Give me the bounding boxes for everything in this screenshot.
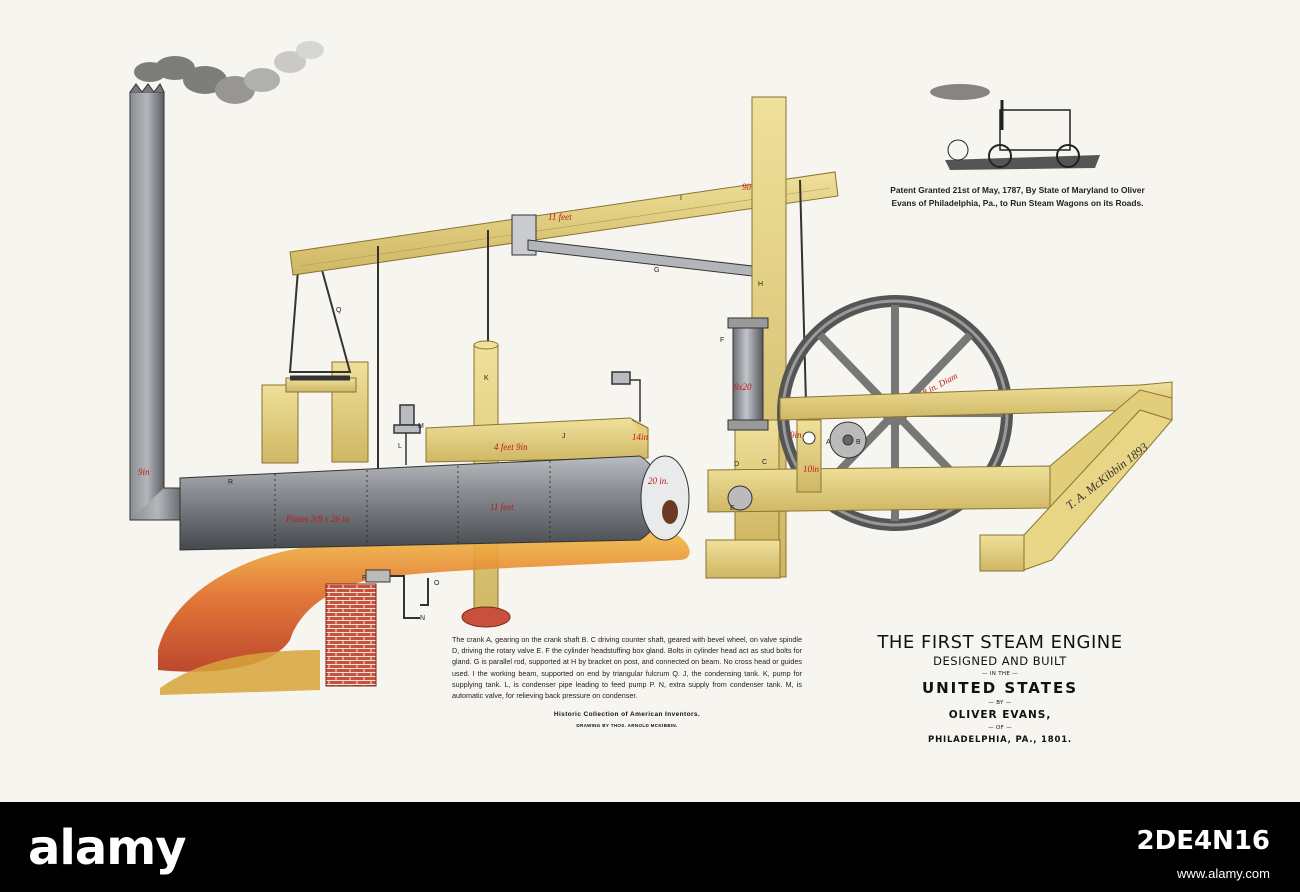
- brick-pier: [325, 569, 429, 687]
- beam-label: I: [680, 195, 682, 202]
- crank-label: A: [826, 439, 831, 446]
- feed-pump-label: P: [362, 575, 367, 582]
- watermark-url: www.alamy.com: [1177, 866, 1270, 881]
- title-line-7: — OF —: [988, 725, 1012, 731]
- title-line-1: THE FIRST STEAM ENGINE: [877, 632, 1123, 653]
- counter-shaft-label: C: [762, 459, 767, 466]
- cylinder-size-label: 9x20: [734, 382, 752, 392]
- steam-cylinder: [727, 317, 769, 431]
- poster: 9in Q 11 feet I 9in G: [0, 0, 1300, 802]
- pump-label: K: [484, 375, 489, 382]
- caption-text: The crank A, gearing on the crank shaft …: [452, 635, 802, 701]
- tank-length-label: 4 feet 9in: [494, 442, 528, 452]
- crank-shaft-label: B: [856, 439, 861, 446]
- title-line-5: — BY —: [988, 700, 1012, 706]
- title-block: THE FIRST STEAM ENGINE DESIGNED AND BUIL…: [840, 632, 1160, 747]
- rotary-valve-label: E: [730, 505, 735, 512]
- title-line-8: PHILADELPHIA, PA., 1801.: [928, 735, 1072, 745]
- collection-credit: Historic Collection of American Inventor…: [553, 711, 701, 718]
- valve-label: M: [418, 423, 424, 430]
- chimney-dim-label: 9in: [138, 467, 150, 477]
- title-line-3: — IN THE —: [982, 671, 1018, 677]
- beam-length-label: 11 feet: [548, 212, 572, 222]
- boiler-plates-label: Plates 3/8 x 26 in: [285, 514, 349, 524]
- cylinder-label: F: [720, 337, 724, 344]
- post-mark-label: 9in: [790, 430, 802, 440]
- boiler-length-label: 11 feet: [490, 502, 514, 512]
- watermark-logo: alamy: [28, 820, 187, 876]
- title-line-4: UNITED STATES: [921, 679, 1079, 697]
- boiler-label: R: [228, 479, 233, 486]
- chimney: [129, 83, 186, 521]
- parallel-rod-label: G: [654, 267, 659, 274]
- supply-o-label: O: [434, 580, 440, 587]
- steam-engine-diagram: 9in Q 11 feet I 9in G: [129, 41, 1173, 695]
- chimney-smoke: [134, 41, 324, 104]
- furnace-fire: [158, 527, 690, 695]
- base-frame: [707, 381, 1173, 572]
- title-line-2: DESIGNED AND BUILT: [933, 654, 1067, 668]
- working-beam: [289, 171, 839, 276]
- supply-label: N: [420, 615, 425, 622]
- boiler: [179, 455, 690, 551]
- title-line-6: OLIVER EVANS,: [948, 709, 1052, 721]
- patent-note: Patent Granted 21st of May, 1787, By Sta…: [890, 185, 1145, 208]
- valve-spindle-label: D: [734, 461, 739, 468]
- watermark-image-id: 2DE4N16: [1136, 826, 1270, 856]
- tank-label: J: [562, 433, 566, 440]
- condensing-tank: [425, 417, 649, 463]
- gear-train: [727, 419, 867, 511]
- tank-depth-label: 14in: [632, 432, 649, 442]
- parallel-rod: [527, 239, 753, 277]
- stroke-label: 10in: [803, 464, 820, 474]
- condenser-valve: [393, 371, 641, 465]
- flue-label: 20 in.: [648, 476, 669, 486]
- steam-wagon-illustration: [930, 84, 1100, 170]
- beam-mid-label: 9in: [742, 182, 754, 192]
- watermark-bar: [0, 802, 1300, 892]
- drawing-credit: DRAWING BY THOS. ARNOLD MCKIBBIN.: [576, 723, 678, 728]
- fulcrum-label: Q: [336, 307, 342, 314]
- condenser-pipe-label: L: [398, 443, 402, 450]
- bracket-label: H: [758, 281, 763, 288]
